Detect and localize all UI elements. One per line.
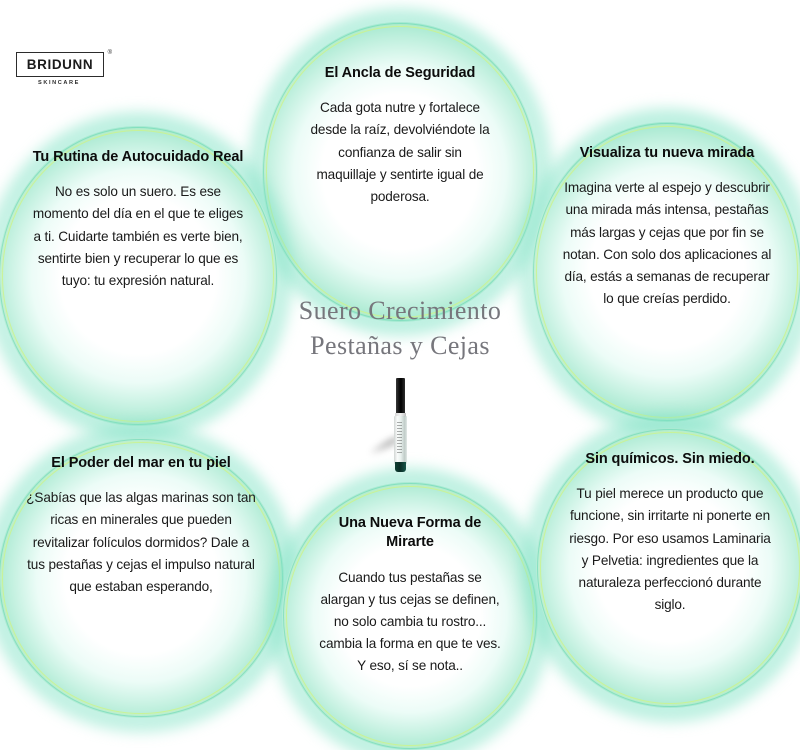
product-cap [396,378,405,414]
bubble-title: Visualiza tu nueva mirada [579,145,755,161]
bubble-title: Tu Rutina de Autocuidado Real [32,149,244,165]
bubble-title: Sin químicos. Sin miedo. [585,451,755,467]
bubble-el-poder-del-mar-en-tu-piel: El Poder del mar en tu piel ¿Sabías que … [0,424,298,732]
logo-box: BRIDUNN ® [16,50,112,77]
product-neck [395,413,406,417]
product-body [394,416,407,464]
brand-logo: BRIDUNN ® SKINCARE [16,50,112,86]
product-label [397,422,402,454]
logo-tagline: SKINCARE [37,79,80,86]
serum-applicator-tube-image [366,378,409,474]
bubble-visualiza-tu-nueva-mirada: Visualiza tu nueva mirada Imagina verte … [518,108,800,436]
registered-trademark-icon: ® [107,50,112,56]
bubble-body: No es solo un suero. Es ese momento del … [32,184,244,288]
bubble-content: Tu Rutina de Autocuidado Real No es solo… [32,148,245,292]
bubble-title: Una Nueva Forma de Mirarte [338,515,482,551]
bubble-el-ancla-de-seguridad: El Ancla de Seguridad Cada gota nutre y … [248,8,552,336]
logo-wordmark: BRIDUNN [26,57,94,72]
bubble-content: Una Nueva Forma de Mirarte Cuando tus pe… [318,514,502,677]
bubble-body: Cuando tus pestañas se alargan y tus cej… [319,569,501,674]
bubble-content: Visualiza tu nueva mirada Imagina verte … [562,144,773,310]
bubble-content: Sin químicos. Sin miedo. Tu piel merece … [568,450,772,616]
bubble-body: Cada gota nutre y fortalece desde la raí… [310,100,490,204]
bubble-body: Tu piel merece un producto que funcione,… [569,486,771,613]
bubble-tu-rutina-de-autocuidado-real: Tu Rutina de Autocuidado Real No es solo… [0,112,292,440]
bubble-body: Imagina verte al espejo y descubrir una … [562,180,772,307]
bubble-content: El Ancla de Seguridad Cada gota nutre y … [309,64,491,208]
bubble-sin-quimicos-sin-miedo: Sin químicos. Sin miedo. Tu piel merece … [522,414,800,722]
product-base [395,462,406,472]
product-title: Suero Crecimiento Pestañas y Cejas [298,296,502,360]
bubble-title: El Ancla de Seguridad [324,65,476,81]
bubble-title: El Poder del mar en tu piel [51,455,231,471]
bubble-content: El Poder del mar en tu piel ¿Sabías que … [24,454,259,598]
bubble-una-nueva-forma-de-mirarte: Una Nueva Forma de Mirarte Cuando tus pe… [268,468,552,750]
bubble-body: ¿Sabías que las algas marinas son tan ri… [26,490,256,594]
